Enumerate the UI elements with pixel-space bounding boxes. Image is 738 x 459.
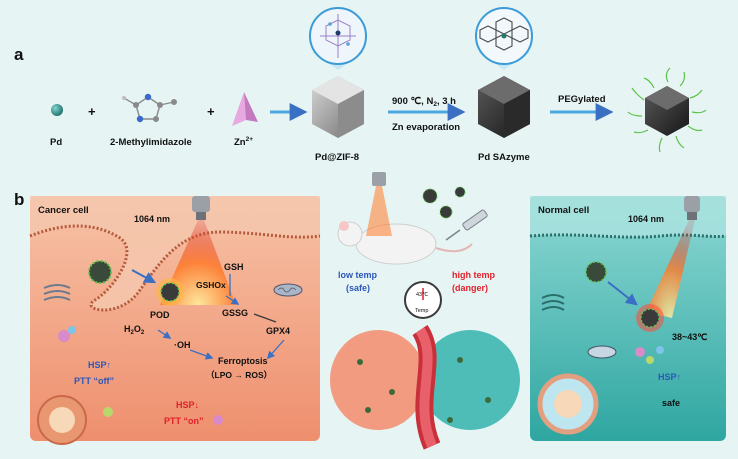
golgi-icon bbox=[43, 284, 71, 301]
pd-label: Pd bbox=[50, 137, 62, 148]
panel-b-label: b bbox=[14, 190, 24, 209]
zn-evaporation-label: Zn evaporation bbox=[392, 122, 460, 133]
gssg-label: GSSG bbox=[222, 308, 248, 318]
center-laser-icon bbox=[366, 172, 392, 236]
safe-label: safe bbox=[662, 398, 680, 408]
hsp-down-label: HSP↓ bbox=[176, 400, 199, 410]
membrane-nanoparticle-icon bbox=[88, 260, 112, 284]
tumor-tissue-icon bbox=[330, 325, 520, 450]
ptt-on-label: PTT “on” bbox=[164, 416, 204, 426]
high-danger-label: (danger) bbox=[452, 283, 488, 293]
normal-hot-nanoparticle-icon bbox=[636, 304, 664, 332]
cancer-cell-title: Cancer cell bbox=[38, 205, 89, 216]
h2o2-label: H2O2 bbox=[124, 324, 145, 336]
plus-sign-2: + bbox=[207, 104, 215, 119]
uptake-arrow bbox=[131, 269, 157, 284]
high-temp-label: high temp bbox=[452, 270, 495, 280]
pd-zif8-label: Pd@ZIF-8 bbox=[315, 152, 359, 163]
lpo-ros-label: （LPO → ROS） bbox=[206, 370, 272, 380]
oh-arrow bbox=[189, 349, 214, 360]
normal-hsp-protein-icon bbox=[635, 346, 664, 364]
gauge-label: Temp bbox=[415, 308, 428, 314]
normal-laser-label: 1064 nm bbox=[628, 214, 664, 224]
molecule-atoms-icon bbox=[122, 93, 177, 123]
cancer-laser-label: 1064 nm bbox=[134, 214, 170, 224]
ptt-off-label: PTT “off” bbox=[74, 376, 114, 386]
cancer-hsp-up-label: HSP↑ bbox=[88, 360, 111, 370]
gssg-inhibit bbox=[253, 313, 277, 323]
hot-nanoparticle-icon bbox=[156, 278, 184, 306]
gshox-arrow bbox=[225, 295, 240, 305]
pod-arrow bbox=[157, 329, 172, 339]
temp-range-label: 38~43℃ bbox=[672, 332, 707, 342]
plus-sign-1: + bbox=[88, 104, 96, 119]
mitochondria-icon bbox=[273, 283, 303, 297]
zn-label: Zn2+ bbox=[234, 136, 253, 148]
gpx4-label: GPX4 bbox=[266, 326, 290, 336]
cancer-nucleus-icon bbox=[37, 395, 87, 445]
zif8-cube-icon bbox=[312, 76, 364, 138]
low-temp-label: low temp bbox=[338, 270, 378, 280]
normal-mitochondria-icon bbox=[587, 345, 617, 359]
zif8-zoom-bubble bbox=[309, 7, 367, 70]
sazyme-cube-icon bbox=[478, 76, 530, 138]
oh-label: ·OH bbox=[174, 340, 191, 350]
normal-nanoparticle-icon bbox=[585, 261, 607, 283]
methylimidazole-molecule-icon bbox=[123, 96, 175, 120]
pegylated-nanoparticle-icon bbox=[627, 67, 707, 153]
pod-label: POD bbox=[150, 310, 170, 320]
normal-er-icon bbox=[541, 294, 565, 311]
pegylated-label: PEGylated bbox=[558, 94, 606, 105]
pd-sazyme-label: Pd SAzyme bbox=[478, 152, 530, 163]
step-conditions-label: 900 ℃, N2, 3 h bbox=[392, 96, 456, 108]
normal-nucleus-icon bbox=[537, 373, 599, 435]
panel-a-label: a bbox=[14, 45, 24, 64]
normal-cell-title: Normal cell bbox=[538, 205, 589, 216]
syringe-icon bbox=[445, 209, 488, 241]
gshox-label: GSHOx bbox=[196, 280, 226, 290]
mouse-icon bbox=[337, 221, 473, 265]
low-safe-label: (safe) bbox=[346, 283, 370, 293]
ferroptosis-label: Ferroptosis bbox=[218, 356, 268, 366]
hsp-protein-icon bbox=[58, 326, 223, 425]
gsh-label: GSH bbox=[224, 262, 244, 272]
sazyme-zoom-bubble bbox=[475, 7, 533, 70]
methylimidazole-label: 2-Methylimidazole bbox=[110, 137, 192, 148]
zn-pyramid-icon bbox=[232, 92, 258, 126]
normal-hsp-up-label: HSP↑ bbox=[658, 372, 681, 382]
gauge-value: 43℃ bbox=[416, 292, 429, 298]
pd-sphere-icon bbox=[51, 104, 63, 116]
normal-uptake-arrow bbox=[607, 281, 638, 306]
gpx4-arrow bbox=[266, 339, 285, 360]
cancer-cell-panel bbox=[29, 196, 321, 441]
laser-device-normal-icon bbox=[646, 196, 700, 318]
floating-nanoparticles-icon bbox=[422, 186, 466, 219]
temperature-gauge-icon bbox=[404, 281, 442, 319]
